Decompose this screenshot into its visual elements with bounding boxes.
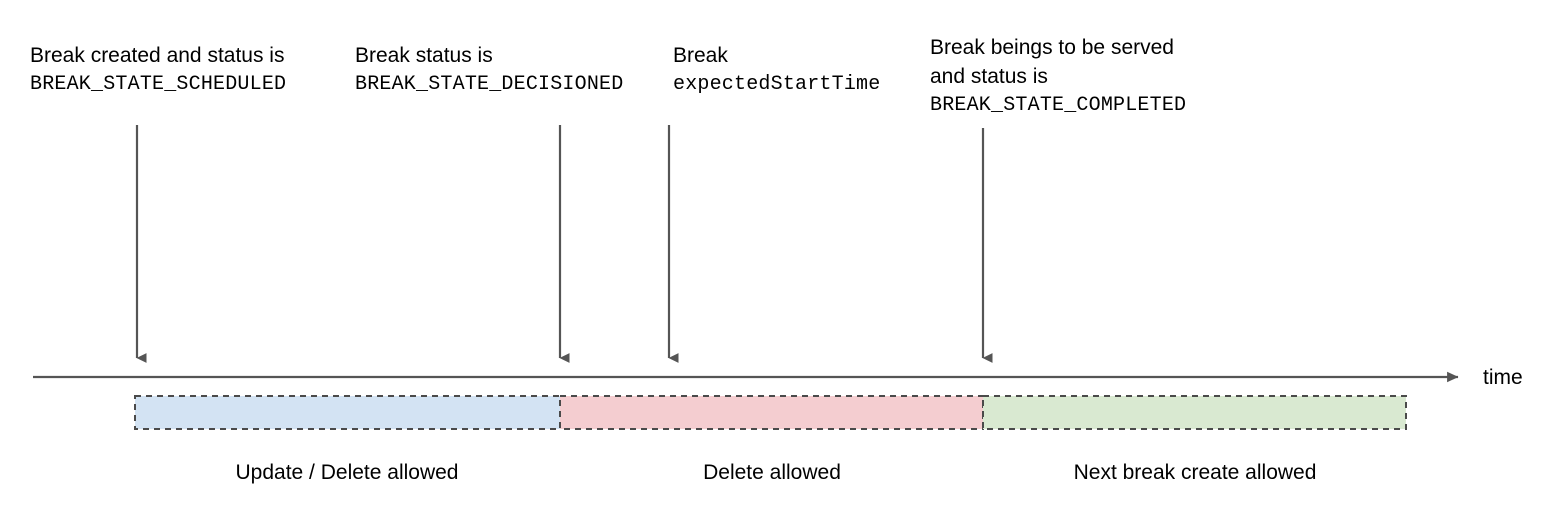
event-label-break-created-scheduled: Break created and status is BREAK_STATE_… [30,41,286,99]
segment-rect-update-delete-allowed [134,395,561,430]
event-markers-group [135,125,993,363]
segment-caption-delete-allowed: Delete allowed [703,461,841,484]
segment-caption-next-break-create-allowed: Next break create allowed [1073,461,1317,484]
event-label-line: BREAK_STATE_SCHEDULED [30,73,287,96]
event-label-line: BREAK_STATE_COMPLETED [930,94,1187,117]
segment-rect-next-break-create-allowed [982,395,1407,430]
event-label-line: Break status is [355,44,493,67]
segment-rect-delete-allowed [559,395,984,430]
event-label-break-served-completed: Break beings to be served and status is … [930,33,1186,120]
event-label-break-decisioned: Break status is BREAK_STATE_DECISIONED [355,41,623,99]
time-axis-label: time [1483,366,1523,389]
segment-caption-update-delete-allowed: Update / Delete allowed [235,461,459,484]
event-label-line: Break beings to be served [930,36,1174,59]
event-label-line: and status is [930,65,1048,88]
event-label-line: Break created and status is [30,44,285,67]
event-label-line: expectedStartTime [673,73,881,96]
event-label-line: Break [673,44,728,67]
event-label-break-expected-start-time: Break expectedStartTime [673,41,880,99]
event-label-line: BREAK_STATE_DECISIONED [355,73,624,96]
timeline-segments-group [134,395,1407,430]
